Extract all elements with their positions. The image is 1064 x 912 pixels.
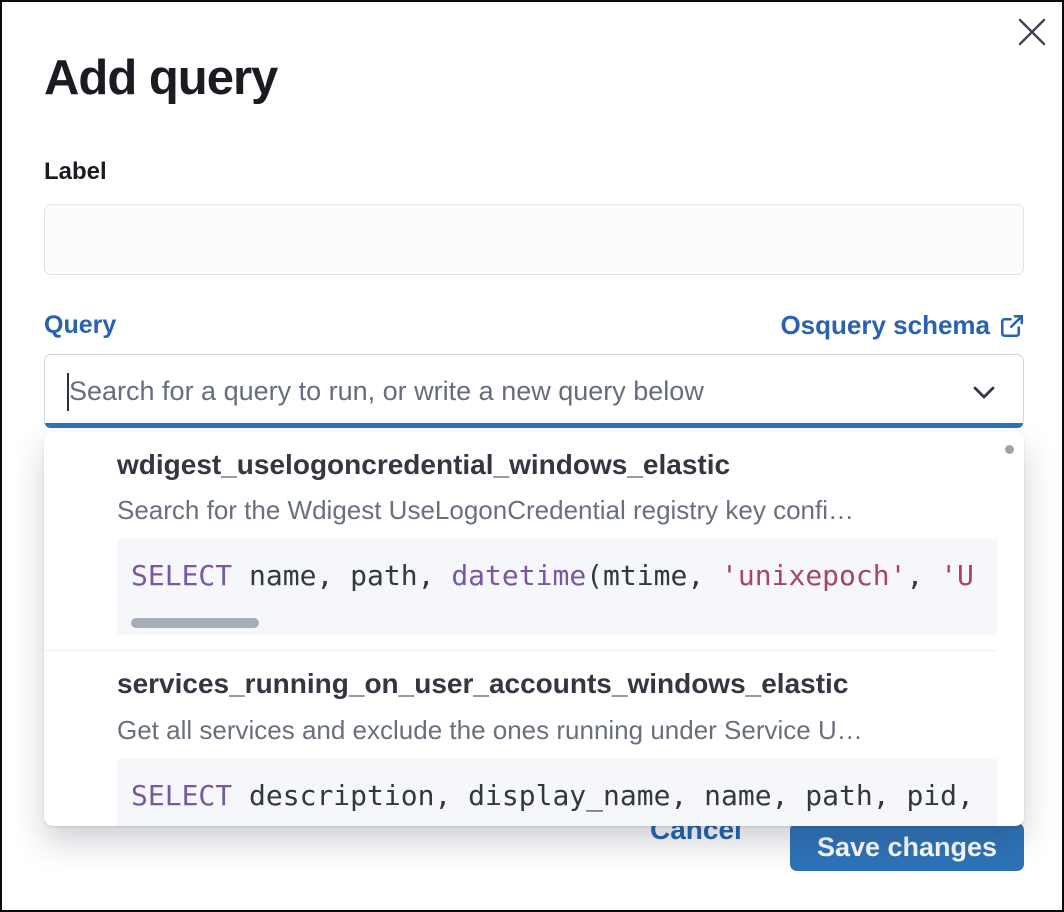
query-options-dropdown: wdigest_uselogoncredential_windows_elast… [44, 432, 1024, 826]
close-icon[interactable] [1014, 14, 1050, 50]
text-caret [67, 373, 69, 411]
query-field-header: Query Osquery schema [44, 310, 1024, 341]
label-input[interactable] [44, 204, 1024, 275]
query-field-label: Query [44, 311, 117, 339]
query-option-title: wdigest_uselogoncredential_windows_elast… [117, 449, 731, 480]
sql-code: SELECT name, path, datetime(mtime, 'unix… [131, 559, 974, 592]
page-title: Add query [44, 51, 278, 105]
query-option-title: services_running_on_user_accounts_window… [117, 668, 849, 699]
sql-code: SELECT description, display_name, name, … [131, 779, 974, 812]
query-option-description: Search for the Wdigest UseLogonCredentia… [117, 495, 855, 525]
sql-preview-block: SELECT name, path, datetime(mtime, 'unix… [117, 539, 997, 635]
save-changes-button[interactable]: Save changes [790, 823, 1024, 871]
vertical-scrollbar-thumb[interactable] [1005, 445, 1014, 454]
x-icon [1018, 18, 1046, 46]
horizontal-scrollbar-thumb[interactable] [131, 618, 259, 628]
chevron-down-icon[interactable] [969, 377, 999, 407]
sql-preview-block: SELECT description, display_name, name, … [117, 759, 997, 826]
query-option-services[interactable]: services_running_on_user_accounts_window… [44, 651, 1024, 826]
osquery-schema-link-label: Osquery schema [780, 310, 990, 340]
label-field-label: Label [44, 158, 107, 185]
query-option-description: Get all services and exclude the ones ru… [117, 715, 863, 745]
query-option-wdigest[interactable]: wdigest_uselogoncredential_windows_elast… [44, 432, 1024, 650]
query-search-input[interactable] [69, 355, 929, 427]
option-divider [44, 650, 996, 651]
osquery-schema-link[interactable]: Osquery schema [780, 310, 1024, 341]
query-search-combobox[interactable] [44, 354, 1024, 428]
external-link-icon [1000, 314, 1024, 337]
